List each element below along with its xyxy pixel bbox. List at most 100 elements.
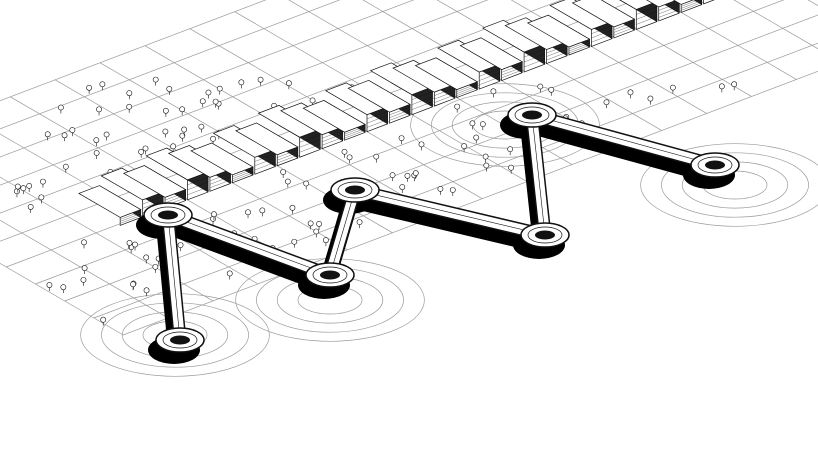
site-road-line [659, 0, 797, 80]
tree [341, 148, 348, 158]
building-floor-line [209, 179, 231, 188]
tree [313, 228, 320, 238]
tree [210, 215, 216, 225]
tree [399, 184, 406, 194]
tree [289, 204, 296, 214]
tree-canopy [507, 146, 514, 153]
tree [507, 146, 514, 156]
building-floor-line [479, 72, 500, 81]
site-curve [640, 143, 818, 227]
building-floor-line [613, 24, 635, 33]
building-roof [414, 57, 479, 90]
tree [142, 145, 149, 155]
building-floor-line [254, 162, 276, 171]
tree [40, 178, 46, 188]
building-roof [459, 37, 524, 70]
building-roof [646, 0, 678, 8]
tree-canopy [162, 107, 169, 114]
tree [670, 84, 676, 94]
tree [93, 150, 100, 160]
tree-canopy [60, 284, 67, 291]
tree-canopy [418, 141, 425, 148]
building-floor-line [164, 194, 186, 204]
tree [718, 83, 725, 93]
building-roof [571, 0, 636, 28]
building-floor-line [591, 34, 613, 43]
ramp-loop-lane [527, 226, 563, 244]
site-curve [661, 152, 809, 218]
building [703, 0, 715, 5]
tree-canopy [81, 239, 87, 246]
building [78, 185, 142, 226]
tree [60, 284, 67, 294]
site-road-line [0, 0, 563, 214]
tree [469, 120, 476, 130]
building-floor-line [636, 11, 657, 20]
tree-canopy [670, 84, 676, 91]
building-floor-line [568, 45, 590, 54]
tree-canopy [46, 282, 53, 288]
tree [80, 276, 87, 286]
tree-canopy [280, 169, 287, 175]
tree [418, 141, 425, 151]
building-facade [680, 0, 703, 13]
site-road-line [93, 42, 818, 319]
building-floor-line [568, 41, 590, 50]
building-floor-line [591, 25, 613, 34]
building [190, 142, 254, 184]
building-floor-line [120, 211, 141, 220]
tree-canopy [162, 128, 169, 135]
tree-canopy [152, 76, 159, 83]
tree [216, 85, 223, 95]
ramp-loop-core [345, 185, 365, 195]
building-floor-line [254, 153, 276, 162]
building-floor-line [344, 128, 366, 137]
tree [346, 154, 353, 164]
tree-canopy [130, 281, 136, 288]
building-floor-line [142, 200, 164, 209]
tree [322, 237, 329, 247]
ramp-loop-core [522, 110, 542, 120]
tree-canopy [40, 178, 46, 185]
tree [61, 132, 68, 142]
tree-canopy [211, 211, 217, 218]
tree-canopy [57, 104, 64, 111]
ramp-loop [690, 152, 740, 178]
tree-canopy [473, 134, 480, 141]
tree-canopy [316, 221, 322, 227]
tree [356, 219, 363, 229]
building-floor-line [456, 87, 478, 96]
site-curve [410, 83, 600, 167]
tree-canopy [152, 263, 159, 270]
building-floor-line [209, 176, 231, 185]
tree-canopy [138, 148, 145, 155]
tree [46, 282, 53, 292]
building-floor-line [120, 213, 141, 222]
building-floor-line [299, 134, 321, 143]
tree [38, 194, 45, 204]
tree [179, 132, 186, 142]
building-floor-line [636, 16, 657, 25]
site-road-line [0, 219, 169, 319]
building-floor-line [524, 54, 545, 63]
ramp-loop-lane [150, 206, 186, 224]
tree-canopy [27, 204, 34, 210]
building [235, 122, 299, 167]
tree-canopy [482, 153, 489, 160]
tree-canopy [212, 98, 219, 105]
tree [373, 153, 380, 163]
tree [603, 99, 610, 109]
tree [437, 185, 444, 195]
tree [132, 241, 138, 251]
building-floor-line [366, 119, 388, 128]
tree-canopy [490, 88, 497, 95]
building-floor-line [164, 192, 186, 201]
tree-canopy [483, 162, 490, 169]
tree-canopy [731, 81, 738, 88]
tree-canopy [412, 170, 419, 176]
site-road-line [0, 262, 124, 336]
building-floor-line [434, 87, 455, 96]
building-roof [672, 0, 694, 5]
tree [291, 238, 298, 248]
tree-canopy [508, 164, 515, 171]
